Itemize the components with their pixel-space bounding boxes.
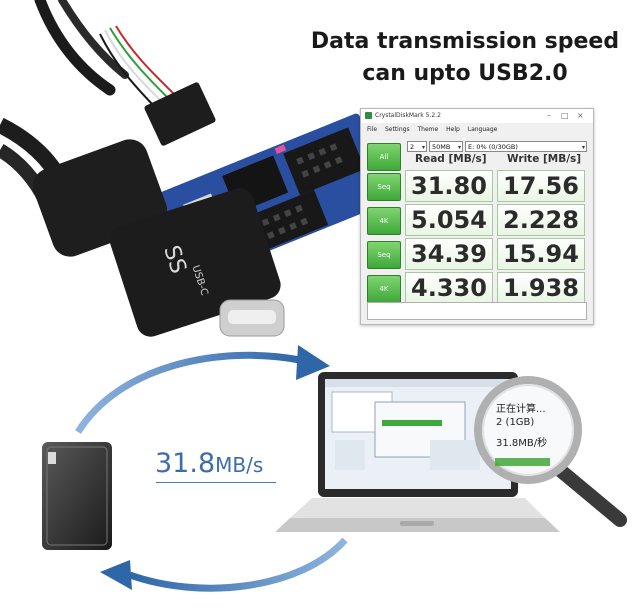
minimize-icon[interactable]: – [547,111,551,120]
menu-help[interactable]: Help [446,126,460,133]
magnifier-line-3: 31.8MB/秒 [496,438,548,449]
headline-line-2: can upto USB2.0 [362,61,568,86]
all-button[interactable]: All [367,143,401,171]
write-value: 1.938 [497,272,585,304]
speed-underline [156,482,276,483]
menu-file[interactable]: File [367,126,378,133]
seq-button[interactable]: Seq [367,241,401,269]
read-header: Read [MB/s] [415,153,487,165]
chevron-down-icon: ▾ [421,144,425,151]
read-value: 34.39 [405,238,493,270]
menu-language[interactable]: Language [467,126,498,133]
size-value: 50MB [432,143,451,151]
write-value: 17.56 [497,170,585,202]
read-value: 31.80 [405,170,493,202]
write-value: 15.94 [497,238,585,270]
magnifier-line-1: 正在计算... [496,404,546,415]
cdm-title-bar: CrystalDiskMark 5.2.2 – □ × [361,109,593,123]
4k-button[interactable]: 4K [367,275,401,303]
read-value: 4.330 [405,272,493,304]
write-value: 2.228 [497,204,585,236]
size-select[interactable]: 50MB ▾ [429,141,463,152]
headline: Data transmission speed can upto USB2.0 [300,26,630,90]
magnifier-line-2: 2 (1GB) [496,417,535,428]
upper-transfer-arrow [75,351,301,434]
speed-label: 31.8MB/s [155,448,263,479]
speed-value: 31.8 [155,448,216,479]
write-header: Write [MB/s] [507,153,582,165]
speed-unit: MB/s [215,453,264,477]
magnifier [474,376,627,527]
lower-transfer-arrow [128,537,348,592]
cdm-menu-bar: File Settings Theme Help Language [361,124,593,136]
crystaldiskmark-window: CrystalDiskMark 5.2.2 – □ × File Setting… [360,108,594,325]
headline-line-1: Data transmission speed [310,29,620,54]
read-value: 5.054 [405,204,493,236]
cdm-comment-field[interactable] [367,302,587,320]
menu-settings[interactable]: Settings [384,126,410,133]
maximize-icon[interactable]: □ [561,111,569,120]
chevron-down-icon: ▾ [457,144,461,151]
cdm-app-icon [365,112,372,119]
drive-select[interactable]: E: 0% (0/30GB) ▾ [465,141,587,152]
cdm-title: CrystalDiskMark 5.2.2 [375,112,441,119]
menu-theme[interactable]: Theme [417,126,439,133]
count-value: 2 [410,143,415,151]
chevron-down-icon: ▾ [581,144,585,151]
count-select[interactable]: 2▾ [407,141,427,152]
external-hard-drive [42,442,112,550]
close-icon[interactable]: × [577,111,584,120]
drive-value: E: 0% (0/30GB) [468,143,518,151]
